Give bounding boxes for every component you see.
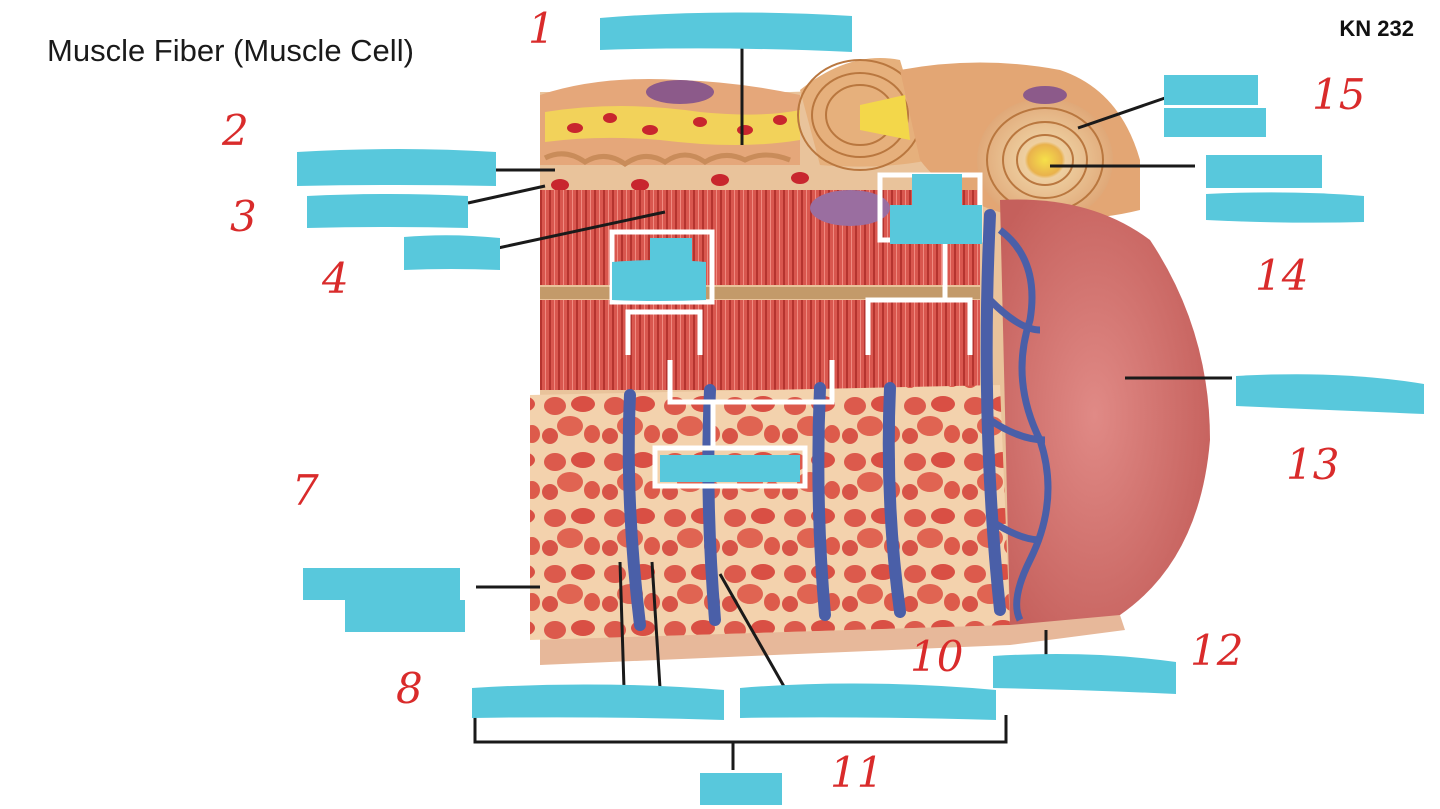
handwritten-number-2: 2	[222, 106, 249, 155]
nucleus-right	[1023, 86, 1067, 104]
handwritten-number-4: 4	[322, 254, 349, 303]
sarcoplasmic-reticulum-region	[530, 385, 1010, 640]
label-masks	[297, 12, 1424, 805]
handwritten-number-11: 11	[830, 748, 884, 797]
handwritten-number-13: 13	[1286, 440, 1340, 489]
t-tubule-network	[987, 227, 1052, 622]
separator	[540, 287, 980, 299]
handwritten-number-15: 15	[1312, 70, 1366, 119]
handwritten-number-14: 14	[1255, 251, 1309, 300]
handwritten-number-12: 12	[1190, 626, 1244, 675]
myofibril-lower	[540, 300, 980, 390]
t-tubules	[622, 209, 1006, 631]
sarcolemma-end	[1000, 199, 1210, 631]
handwritten-number-10: 10	[910, 632, 964, 681]
handwritten-number-7: 7	[292, 466, 319, 515]
leader-lines	[467, 40, 1232, 770]
page-title: Muscle Fiber (Muscle Cell)	[47, 33, 414, 68]
sarcolemma-folds	[543, 151, 791, 168]
nucleus-top	[646, 80, 714, 104]
course-code: KN 232	[1339, 16, 1414, 41]
bottom-edge	[540, 615, 1125, 665]
handwritten-number-3: 3	[230, 192, 257, 241]
handwritten-number-8: 8	[396, 664, 423, 713]
handwritten-number-1: 1	[528, 4, 555, 53]
nucleus-myofibril	[810, 190, 890, 226]
axon-core	[860, 95, 910, 140]
